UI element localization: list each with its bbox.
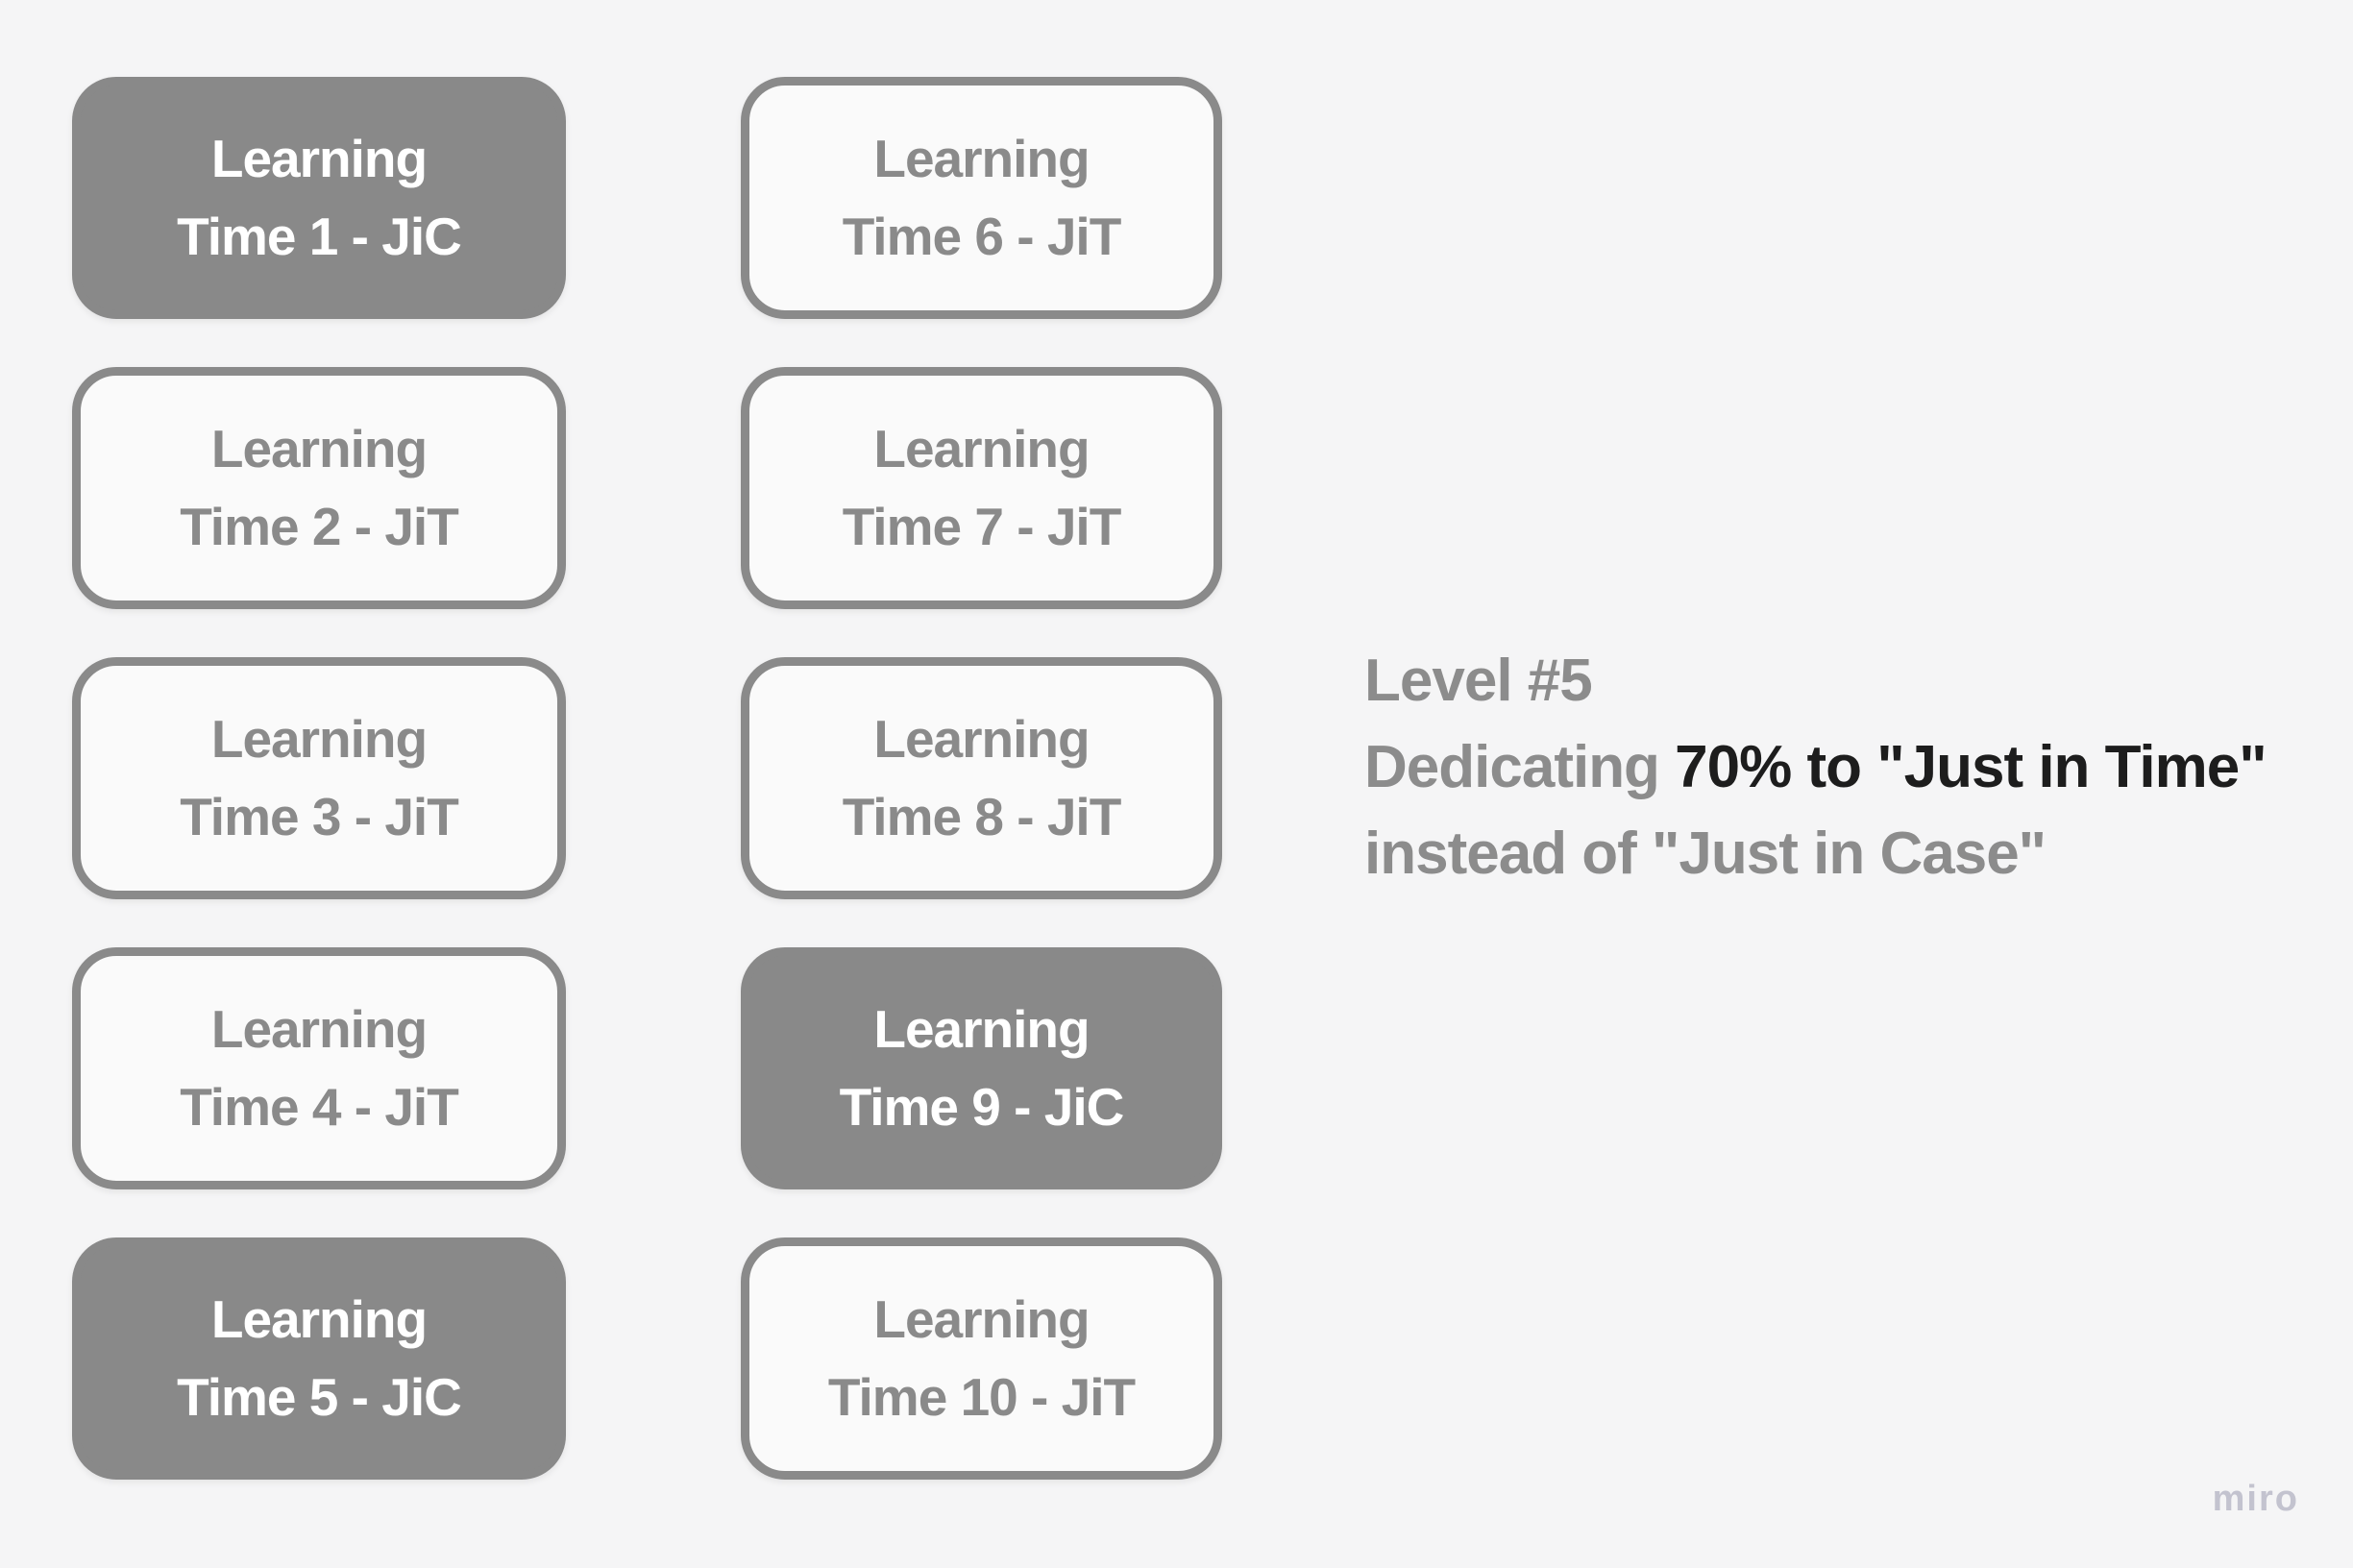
card-title-line2: Time 8 - JiT [842,787,1122,846]
card-title-line2: Time 6 - JiT [842,207,1122,266]
card-title-line2: Time 3 - JiT [180,787,459,846]
card-learning-time-9[interactable]: Learning Time 9 - JiC [741,947,1222,1189]
card-learning-time-8[interactable]: Learning Time 8 - JiT [741,657,1222,899]
card-title-line2: Time 2 - JiT [180,497,459,556]
card-title-line1: Learning [210,999,428,1059]
card-title-line1: Learning [873,129,1090,188]
card-learning-time-1[interactable]: Learning Time 1 - JiC [72,77,566,319]
learning-time-column-left: Learning Time 1 - JiC Learning Time 2 - … [72,77,566,1480]
annotation-text: instead of "Just in Case" [1364,821,2047,887]
card-learning-time-6[interactable]: Learning Time 6 - JiT [741,77,1222,319]
annotation-line-1: Level #5 [1364,638,2267,724]
learning-time-column-right: Learning Time 6 - JiT Learning Time 7 - … [741,77,1222,1480]
card-title-line2: Time 7 - JiT [842,497,1122,556]
annotation-line-2: Dedicating 70% to "Just in Time" [1364,724,2267,811]
card-title-line1: Learning [210,709,428,769]
card-learning-time-10[interactable]: Learning Time 10 - JiT [741,1237,1222,1480]
annotation-text-emphasis: 70% to "Just in Time" [1675,734,2267,800]
card-title-line2: Time 4 - JiT [180,1077,459,1137]
annotation-text: Dedicating [1364,734,1676,800]
card-title-line1: Learning [873,709,1090,769]
card-title-line2: Time 5 - JiC [177,1367,462,1427]
card-learning-time-4[interactable]: Learning Time 4 - JiT [72,947,566,1189]
card-title-line2: Time 1 - JiC [177,207,462,266]
card-learning-time-5[interactable]: Learning Time 5 - JiC [72,1237,566,1480]
card-learning-time-3[interactable]: Learning Time 3 - JiT [72,657,566,899]
card-learning-time-7[interactable]: Learning Time 7 - JiT [741,367,1222,609]
card-learning-time-2[interactable]: Learning Time 2 - JiT [72,367,566,609]
miro-watermark: miro [2212,1479,2299,1519]
annotation-text: Level #5 [1364,648,1593,714]
card-title-line2: Time 10 - JiT [827,1367,1136,1427]
card-title-line1: Learning [873,419,1090,478]
card-title-line1: Learning [873,999,1090,1059]
card-title-line1: Learning [210,419,428,478]
card-title-line2: Time 9 - JiC [839,1077,1125,1137]
card-title-line1: Learning [210,129,428,188]
card-title-line1: Learning [210,1289,428,1349]
card-title-line1: Learning [873,1289,1090,1349]
annotation-line-3: instead of "Just in Case" [1364,811,2267,897]
level-annotation[interactable]: Level #5 Dedicating 70% to "Just in Time… [1364,638,2267,897]
